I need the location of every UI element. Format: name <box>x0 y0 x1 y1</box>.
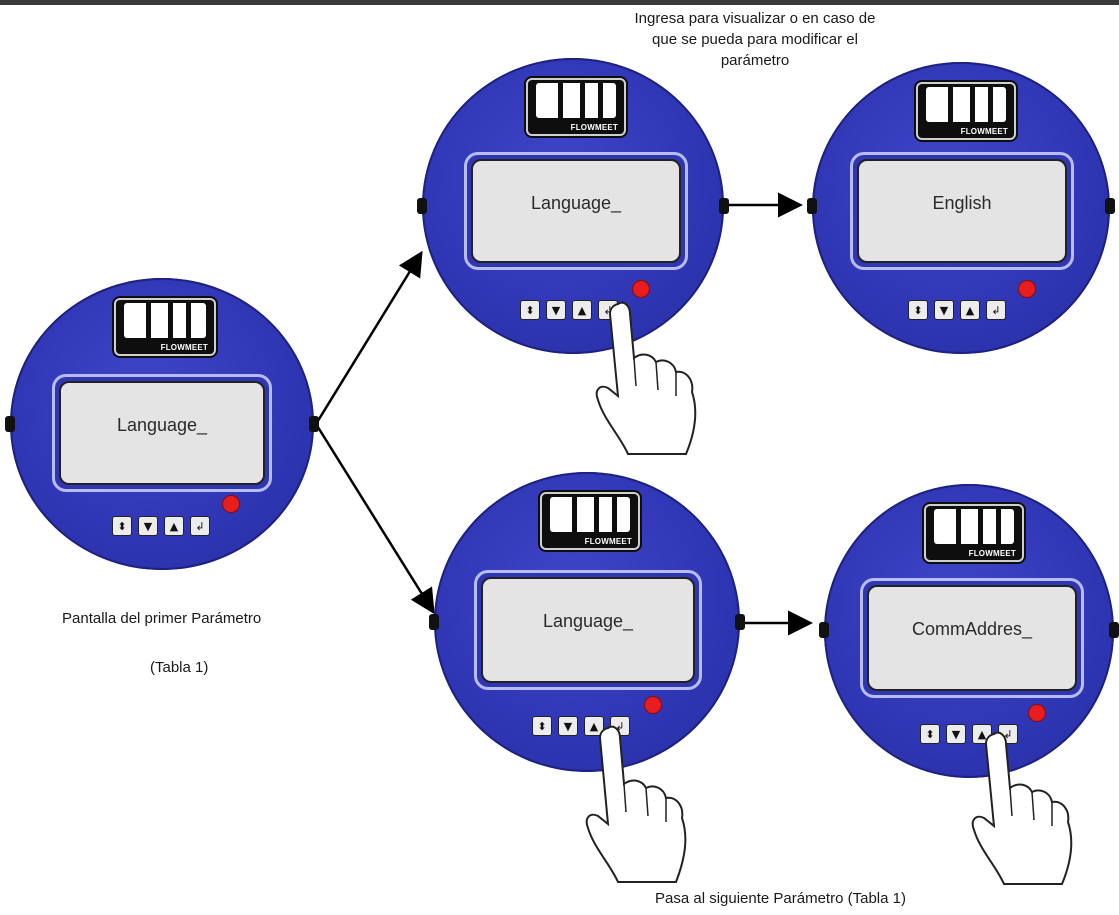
flowmeet-logo: FLOWMEET <box>924 504 1024 562</box>
flowmeet-logo: FLOWMEET <box>540 492 640 550</box>
lcd-text: CommAddres_ <box>911 619 1033 639</box>
key-updown-icon[interactable]: ⬍ <box>908 300 928 320</box>
keypad: ⬍ ▼ ▲ ↲ <box>520 300 618 320</box>
key-up-icon[interactable]: ▲ <box>164 516 184 536</box>
device-start: FLOWMEET Language_ ⬍ ▼ ▲ ↲ <box>5 278 319 570</box>
right-mount-notch <box>1105 198 1115 214</box>
display-frame: CommAddres_ <box>860 578 1084 698</box>
arrow-to-enter <box>314 250 423 425</box>
left-mount-notch <box>5 416 15 432</box>
key-up-icon[interactable]: ▲ <box>572 300 592 320</box>
brand-name: FLOWMEET <box>968 549 1016 558</box>
left-mount-notch <box>429 614 439 630</box>
key-down-icon[interactable]: ▼ <box>946 724 966 744</box>
next-parameter-note: Pasa al siguiente Parámetro (Tabla 1) <box>655 890 906 907</box>
key-up-icon[interactable]: ▲ <box>960 300 980 320</box>
lcd-screen: English <box>857 159 1067 263</box>
lcd-text: Language_ <box>530 193 622 213</box>
status-led <box>222 495 240 513</box>
display-frame: Language_ <box>464 152 688 270</box>
key-updown-icon[interactable]: ⬍ <box>520 300 540 320</box>
key-enter-icon[interactable]: ↲ <box>190 516 210 536</box>
device-enter: FLOWMEET Language_ ⬍ ▼ ▲ ↲ <box>417 58 729 354</box>
key-updown-icon[interactable]: ⬍ <box>532 716 552 736</box>
key-up-icon[interactable]: ▲ <box>584 716 604 736</box>
status-led <box>1028 704 1046 722</box>
device-next-press: FLOWMEET Language_ ⬍ ▼ ▲ ↲ <box>429 472 745 772</box>
keypad: ⬍ ▼ ▲ ↲ <box>908 300 1006 320</box>
key-enter-icon[interactable]: ↲ <box>986 300 1006 320</box>
lcd-text: Language_ <box>542 611 634 631</box>
display-frame: English <box>850 152 1074 270</box>
arrow-to-next <box>314 423 435 615</box>
first-parameter-label: Pantalla del primer Parámetro <box>62 610 262 627</box>
top-rule <box>0 0 1119 5</box>
device-next-param: FLOWMEET CommAddres_ ⬍ ▼ ▲ ↲ <box>819 484 1119 778</box>
flowmeet-logo: FLOWMEET <box>114 298 216 356</box>
key-down-icon[interactable]: ▼ <box>558 716 578 736</box>
status-led <box>644 696 662 714</box>
lcd-screen: Language_ <box>481 577 695 683</box>
key-updown-icon[interactable]: ⬍ <box>112 516 132 536</box>
enter-note-line1: Ingresa para visualizar o en caso de <box>634 10 876 27</box>
status-led <box>632 280 650 298</box>
lcd-screen: CommAddres_ <box>867 585 1077 691</box>
pointing-hand-icon <box>585 725 687 883</box>
left-mount-notch <box>417 198 427 214</box>
right-mount-notch <box>719 198 729 214</box>
brand-name: FLOWMEET <box>584 537 632 546</box>
display-frame: Language_ <box>474 570 702 690</box>
key-down-icon[interactable]: ▼ <box>934 300 954 320</box>
pointing-hand-icon <box>971 731 1073 885</box>
lcd-text: Language_ <box>116 415 208 435</box>
flowmeet-logo: FLOWMEET <box>526 78 626 136</box>
brand-name: FLOWMEET <box>160 343 208 352</box>
key-down-icon[interactable]: ▼ <box>138 516 158 536</box>
lcd-screen: Language_ <box>471 159 681 263</box>
left-mount-notch <box>819 622 829 638</box>
enter-note-line2: que se pueda para modificar el <box>652 31 858 48</box>
enter-note: Ingresa para visualizar o en caso de que… <box>600 8 910 71</box>
enter-note-line3: parámetro <box>720 52 790 69</box>
left-mount-notch <box>807 198 817 214</box>
device-value: FLOWMEET English ⬍ ▼ ▲ ↲ <box>807 62 1115 354</box>
lcd-text: English <box>932 193 992 213</box>
display-frame: Language_ <box>52 374 272 492</box>
brand-name: FLOWMEET <box>570 123 618 132</box>
status-led <box>1018 280 1036 298</box>
key-down-icon[interactable]: ▼ <box>546 300 566 320</box>
lcd-screen: Language_ <box>59 381 265 485</box>
right-mount-notch <box>309 416 319 432</box>
pointing-hand-icon <box>595 301 697 455</box>
flowmeet-logo: FLOWMEET <box>916 82 1016 140</box>
brand-name: FLOWMEET <box>960 127 1008 136</box>
key-updown-icon[interactable]: ⬍ <box>920 724 940 744</box>
first-parameter-table-ref: (Tabla 1) <box>150 659 209 676</box>
keypad: ⬍ ▼ ▲ ↲ <box>112 516 210 536</box>
right-mount-notch <box>1109 622 1119 638</box>
right-mount-notch <box>735 614 745 630</box>
